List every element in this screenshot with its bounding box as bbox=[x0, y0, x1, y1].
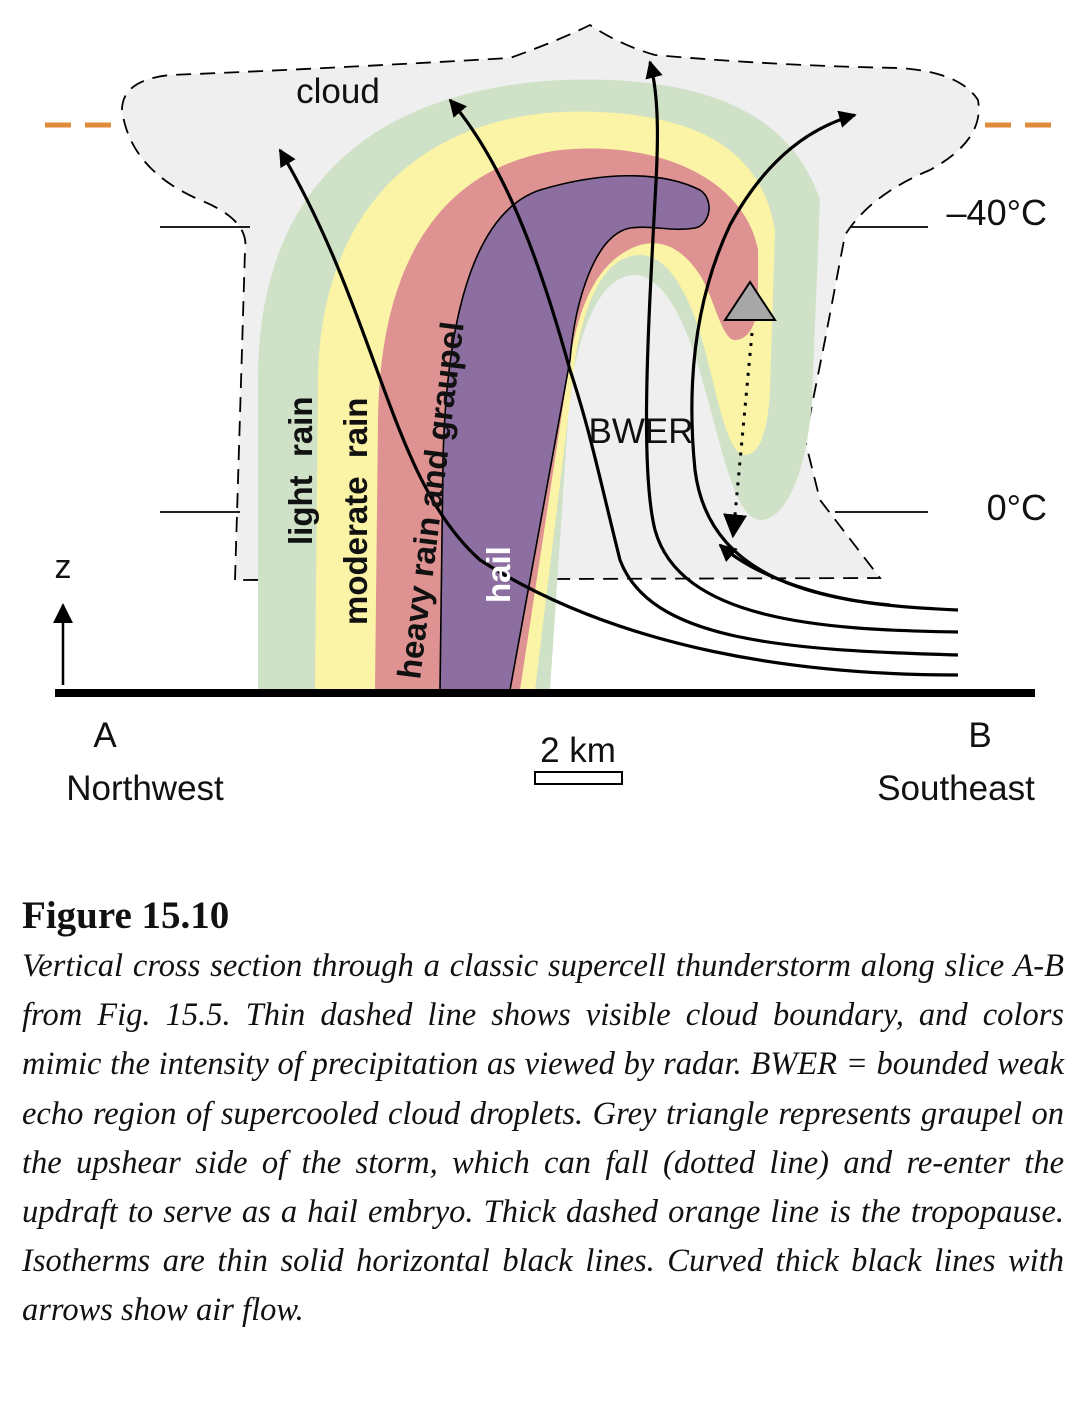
scale-label: 2 km bbox=[540, 731, 616, 770]
graupel-fall-path bbox=[723, 332, 754, 539]
isotherm-minus40-label: –40°C bbox=[947, 192, 1047, 233]
airflow-line-3 bbox=[644, 60, 959, 634]
airflow-line-1 bbox=[278, 148, 959, 677]
hail-band bbox=[439, 174, 710, 691]
supercell-cross-section-diagram: cloud BWER –40°C 0°C z A B Northwest Sou… bbox=[45, 23, 1062, 808]
isotherm-0-label: 0°C bbox=[987, 487, 1047, 528]
graupel-triangle bbox=[723, 280, 777, 321]
z-axis-label: z bbox=[55, 548, 72, 586]
direction-b-label: Southeast bbox=[877, 769, 1035, 808]
light-rain-label: light rain bbox=[282, 397, 319, 546]
caption-title: Figure 15.10 bbox=[22, 894, 230, 937]
scale-bar bbox=[534, 771, 623, 785]
point-b-label: B bbox=[968, 716, 991, 755]
airflow-line-2 bbox=[448, 98, 959, 657]
caption-body: Vertical cross section through a classic… bbox=[22, 948, 1064, 1329]
point-a-label: A bbox=[93, 716, 117, 755]
moderate-rain-label: moderate rain bbox=[337, 398, 374, 625]
hail-label: hail bbox=[480, 546, 517, 603]
bwer-label: BWER bbox=[589, 412, 694, 451]
figure-caption: Figure 15.10 Vertical cross section thro… bbox=[22, 893, 1064, 1336]
direction-a-label: Northwest bbox=[66, 769, 224, 808]
cloud-label: cloud bbox=[296, 72, 380, 111]
airflow-line-inner bbox=[718, 543, 891, 607]
